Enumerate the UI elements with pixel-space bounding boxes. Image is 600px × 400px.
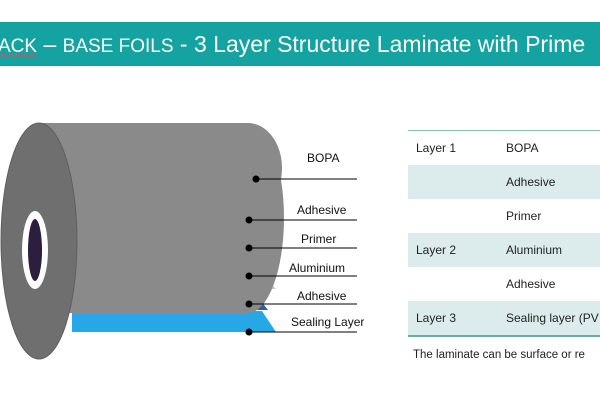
title-part-2: BASE FOILS [62,36,174,57]
pointer-dot [252,175,260,183]
material-cell: Aluminium [498,233,600,267]
title-bar: ACK – BASE FOILS - 3 Layer Structure Lam… [0,22,600,66]
layer-cell: Layer 3 [408,301,498,337]
material-cell: Sealing layer (PV [498,301,600,337]
pointer-dot [245,272,253,280]
footnote: The laminate can be surface or re [413,349,585,361]
layer-cell: Layer 2 [408,233,498,267]
table-row: Primer [408,199,600,233]
layer-cell [408,199,498,233]
title-part-3: - 3 Layer Structure Laminate with Prime [173,31,586,57]
title-dash: – [37,31,63,57]
label-aluminium: Aluminium [289,261,346,275]
title-part-1: ACK [0,36,38,57]
roll-core [28,219,42,281]
label-bopa: BOPA [307,151,340,165]
pointer-dot [245,244,253,252]
table-row: Adhesive [408,267,600,301]
material-cell: Adhesive [506,277,556,291]
label-sealing-layer: Sealing Layer [291,315,365,329]
roll-right-face [214,123,282,213]
table-row: Adhesive [408,165,600,199]
layer-table: Layer 1 BOPA Adhesive Primer Layer 2 Alu… [408,130,600,337]
laminate-roll-diagram [0,122,357,360]
label-adhesive-2: Adhesive [297,289,347,303]
table-row: Layer 1 BOPA [408,130,600,165]
layer-cell [408,267,498,301]
layer-cell: Layer 1 [408,130,498,165]
label-primer: Primer [301,232,337,246]
pointer-dot [245,328,253,336]
material-cell: Primer [506,209,542,223]
pointer-dot [245,300,253,308]
layer-cell [408,165,498,199]
table-row: Layer 3 Sealing layer (PV [408,301,600,337]
label-adhesive-1: Adhesive [297,203,347,217]
slide-title: ACK – BASE FOILS - 3 Layer Structure Lam… [0,22,585,66]
sealing-layer-strip [72,311,276,332]
table-row: Layer 2 Aluminium [408,233,600,267]
pointer-dot [245,216,253,224]
material-cell: BOPA [498,130,600,165]
material-cell: Adhesive [498,165,600,199]
